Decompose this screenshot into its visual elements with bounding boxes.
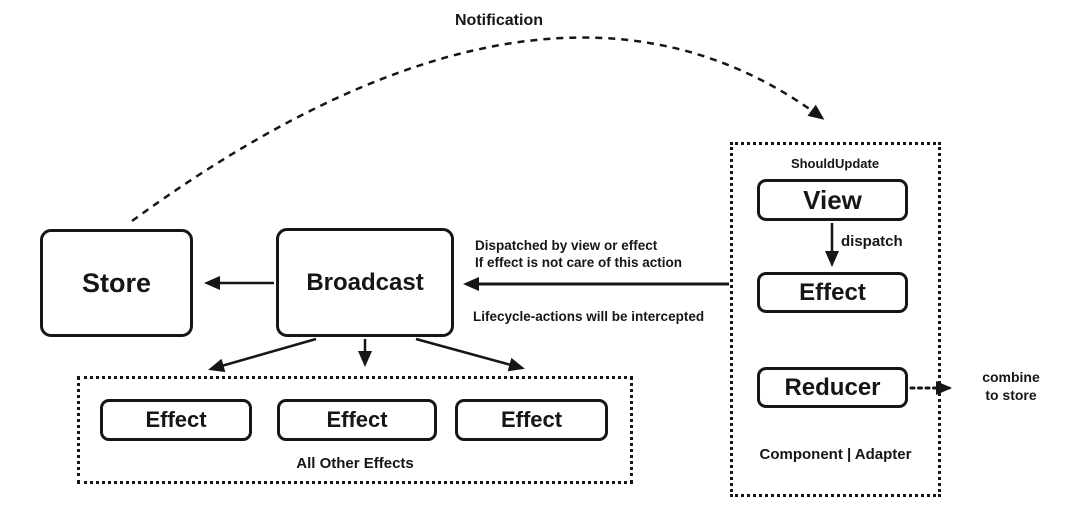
panel-effect-node: Effect (757, 272, 908, 313)
view-node-label: View (803, 184, 862, 215)
component-adapter-panel (730, 142, 941, 497)
reducer-node-label: Reducer (784, 373, 881, 401)
broadcast-to-effect3-arrow (415, 337, 525, 372)
broadcast-node-label: Broadcast (306, 268, 424, 296)
broadcast-to-effect1-arrow (208, 337, 317, 373)
reducer-node: Reducer (757, 367, 908, 408)
notification-label: Notification (455, 12, 543, 29)
effect-node-2-label: Effect (326, 407, 388, 432)
panel-effect-node-label: Effect (799, 278, 866, 306)
store-node-label: Store (81, 267, 152, 298)
should-update-label: ShouldUpdate (790, 156, 880, 171)
dispatch-note-line2: If effect is not care of this action (475, 255, 683, 270)
effect-node-1-label: Effect (145, 407, 207, 432)
store-node: Store (40, 229, 193, 337)
component-adapter-title: Component | Adapter (759, 446, 912, 463)
all-other-effects-group (77, 376, 633, 484)
dispatch-label: dispatch (841, 233, 903, 250)
combine-to-store-label: combine to store (966, 368, 1056, 404)
lifecycle-note: Lifecycle-actions will be intercepted (473, 309, 705, 324)
broadcast-node: Broadcast (276, 228, 454, 337)
dispatch-note-line1: Dispatched by view or effect (475, 238, 658, 253)
effect-node-1: Effect (100, 399, 252, 441)
effect-node-3: Effect (455, 399, 608, 441)
effect-node-2: Effect (277, 399, 437, 441)
view-node: View (757, 179, 908, 221)
combine-to-store-line1: combine (982, 369, 1040, 385)
all-other-effects-label: All Other Effects (296, 455, 414, 472)
effect-node-3-label: Effect (500, 407, 563, 432)
notification-curve-arrow (131, 36, 825, 223)
combine-to-store-line2: to store (985, 387, 1037, 403)
dispatch-note: Dispatched by view or effect If effect i… (475, 237, 682, 271)
